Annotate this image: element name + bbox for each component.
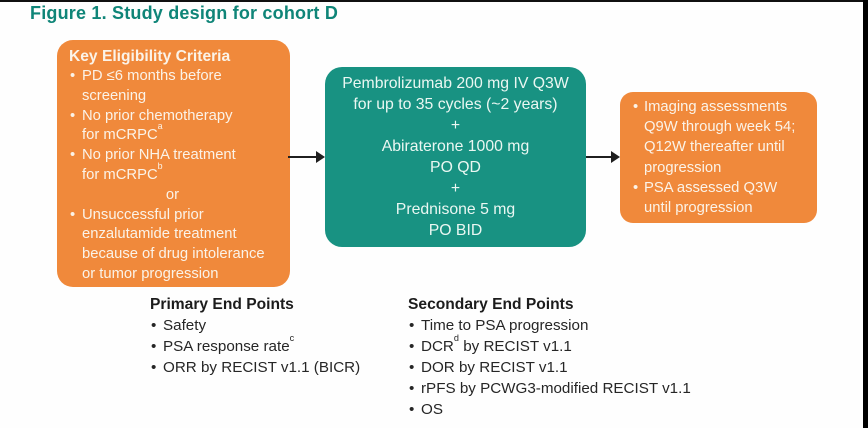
eligibility-line: or tumor progression (82, 265, 219, 282)
footnote-marker: b (157, 161, 163, 172)
plus-separator: + (450, 117, 461, 134)
arrow-head-icon (316, 151, 325, 163)
secondary-endpoints: Secondary End Points •Time to PSA progre… (408, 294, 753, 420)
bullet-marker: • (70, 68, 76, 84)
eligibility-line: •No prior chemotherapy (69, 107, 276, 127)
endpoint-item: •OS (409, 401, 443, 418)
eligibility-or-label: or (165, 186, 180, 203)
bullet-marker: • (633, 179, 639, 196)
treatment-line: PO QD (430, 159, 481, 176)
right-edge-bar (863, 0, 868, 428)
eligibility-line: screening (82, 87, 147, 104)
bullet-marker: • (70, 206, 76, 223)
bullet-marker: • (151, 359, 157, 376)
endpoint-item: •ORR by RECIST v1.1 (BICR) (151, 359, 361, 376)
footnote-marker: d (453, 332, 459, 343)
eligibility-line: •PD ≤6 months before (69, 67, 276, 87)
arrow-head-icon (611, 151, 620, 163)
top-edge-line (0, 0, 868, 2)
treatment-line: Pembrolizumab 200 mg IV Q3W (342, 75, 569, 92)
figure-title: Figure 1. Study design for cohort D (30, 3, 339, 23)
eligibility-line: •No prior NHA treatment (69, 146, 276, 166)
bullet-marker: • (151, 317, 157, 334)
assessments-box: •Imaging assessments Q9W through week 54… (620, 92, 817, 223)
assessment-line: •PSA assessed Q3W (632, 178, 809, 198)
primary-endpoints: Primary End Points •Safety •PSA response… (150, 294, 422, 378)
bullet-marker: • (409, 317, 415, 334)
endpoint-item: •rPFS by PCWG3-modified RECIST v1.1 (409, 380, 691, 397)
bullet-marker: • (409, 359, 415, 376)
bullet-marker: • (70, 147, 76, 164)
endpoint-item: •DOR by RECIST v1.1 (409, 359, 568, 376)
bullet-marker: • (151, 338, 157, 355)
treatment-line: Abiraterone 1000 mg (381, 138, 530, 155)
endpoint-item: •DCRd by RECIST v1.1 (409, 332, 572, 355)
eligibility-line: for mCRPCb (82, 161, 163, 183)
treatment-line: Prednisone 5 mg (395, 201, 516, 218)
footnote-marker: a (157, 121, 163, 132)
endpoint-item: •Time to PSA progression (409, 317, 589, 334)
plus-separator: + (450, 180, 461, 197)
assessment-line: until progression (644, 200, 753, 217)
bullet-marker: • (633, 99, 639, 115)
treatment-box: Pembrolizumab 200 mg IV Q3W for up to 35… (325, 67, 586, 247)
eligibility-line: enzalutamide treatment (82, 226, 237, 243)
arrow-shaft (288, 156, 317, 158)
endpoint-item: •PSA response ratec (151, 332, 295, 355)
bullet-marker: • (409, 401, 415, 418)
bullet-marker: • (409, 380, 415, 397)
assessment-line: Q9W through week 54; (644, 119, 796, 136)
assessment-line: •Imaging assessments (632, 97, 809, 117)
bullet-marker: • (70, 107, 76, 124)
bullet-marker: • (409, 338, 415, 355)
eligibility-line: because of drug intolerance (82, 246, 265, 263)
eligibility-line: •Unsuccessful prior (69, 206, 276, 226)
eligibility-header: Key Eligibility Criteria (69, 48, 231, 65)
secondary-endpoints-header: Secondary End Points (408, 296, 574, 313)
treatment-line: PO BID (428, 222, 483, 239)
flow-arrow-right (586, 151, 620, 163)
primary-endpoints-header: Primary End Points (150, 296, 294, 313)
treatment-line: for up to 35 cycles (~2 years) (353, 96, 558, 113)
eligibility-line: for mCRPCa (82, 121, 163, 144)
endpoint-item: •Safety (151, 317, 207, 334)
assessment-line: progression (644, 159, 722, 176)
arrow-shaft (586, 156, 612, 158)
eligibility-box: Key Eligibility Criteria •PD ≤6 months b… (57, 40, 290, 287)
flow-arrow-left (288, 151, 325, 163)
footnote-marker: c (289, 332, 295, 343)
assessment-line: Q12W thereafter until (644, 139, 785, 156)
